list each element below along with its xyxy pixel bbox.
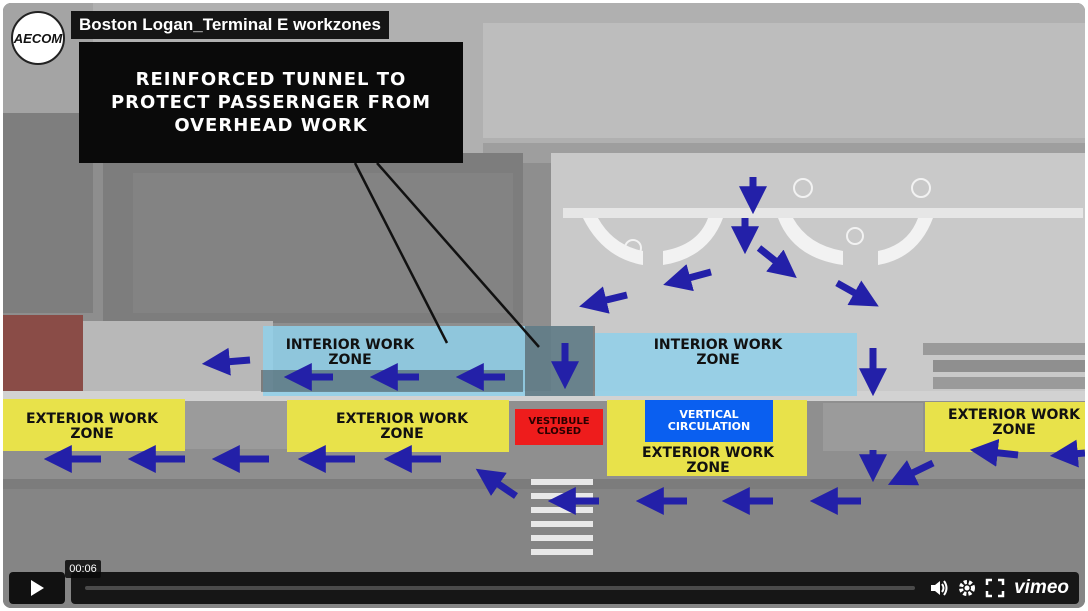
progress-track[interactable]: [85, 586, 915, 590]
fullscreen-icon[interactable]: [985, 578, 1005, 598]
gear-icon[interactable]: [957, 578, 977, 598]
exterior-work-zone-3: EXTERIOR WORK ZONE: [642, 445, 774, 476]
exterior-work-zone-4: EXTERIOR WORK ZONE: [948, 407, 1080, 438]
control-bar: vimeo: [71, 572, 1079, 604]
interior-work-zone-left: INTERIOR WORK ZONE: [285, 337, 415, 368]
tunnel-callout: REINFORCED TUNNEL TO PROTECT PASSERNGER …: [79, 42, 463, 163]
player-controls: vimeo: [9, 572, 1079, 604]
vimeo-logo[interactable]: vimeo: [1014, 577, 1069, 598]
video-title[interactable]: Boston Logan_Terminal E workzones: [71, 11, 389, 39]
play-button[interactable]: [9, 572, 65, 604]
video-player[interactable]: INTERIOR WORK ZONE INTERIOR WORK ZONE EX…: [3, 3, 1085, 608]
aecom-logo[interactable]: AECOM: [11, 11, 65, 65]
vestibule-closed-label: VESTIBULE CLOSED: [528, 415, 590, 437]
terminal-scene: [3, 3, 1085, 608]
exterior-work-zone-1: EXTERIOR WORK ZONE: [26, 411, 158, 442]
interior-work-zone-right: INTERIOR WORK ZONE: [653, 337, 783, 368]
vertical-circulation-label: VERTICAL CIRCULATION: [667, 408, 751, 433]
exterior-work-zone-2: EXTERIOR WORK ZONE: [336, 411, 468, 442]
play-icon: [31, 580, 44, 596]
volume-icon[interactable]: [929, 578, 949, 598]
